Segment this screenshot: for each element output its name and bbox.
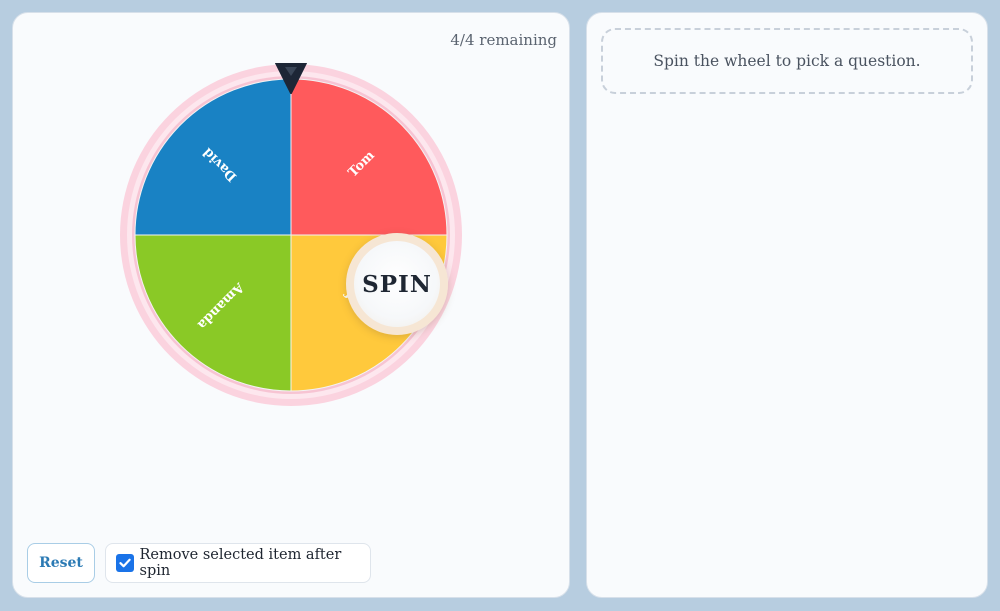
question-placeholder-text: Spin the wheel to pick a question. [653, 52, 921, 70]
spin-button[interactable]: SPIN [346, 233, 448, 335]
question-placeholder: Spin the wheel to pick a question. [601, 28, 973, 94]
spin-wheel[interactable]: TomJasonAmandaDavid SPIN [119, 63, 463, 407]
remove-after-spin-checkbox[interactable] [116, 554, 134, 572]
wheel-pointer-highlight [285, 67, 297, 76]
remove-after-spin-option[interactable]: Remove selected item after spin [105, 543, 371, 583]
wheel-segment-tom [290, 78, 448, 236]
wheel-segment-amanda [134, 234, 292, 392]
question-panel: Spin the wheel to pick a question. [586, 12, 988, 598]
reset-button[interactable]: Reset [27, 543, 95, 583]
checkmark-icon [119, 558, 131, 568]
remove-after-spin-label: Remove selected item after spin [139, 547, 342, 579]
wheel-pointer-icon [275, 63, 307, 94]
remaining-count: 4/4 remaining [450, 31, 557, 49]
wheel-segment-david [134, 78, 292, 236]
wheel-panel: 4/4 remaining TomJasonAmandaDavid SPIN R… [12, 12, 570, 598]
